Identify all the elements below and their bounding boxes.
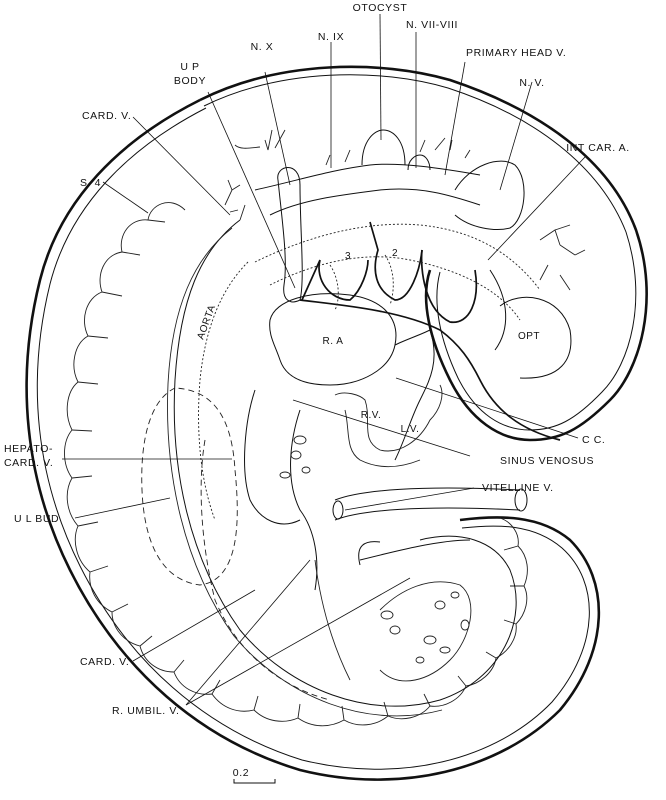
label-lv: L.V. <box>401 424 420 435</box>
label-sinus-venosus: SINUS VENOSUS <box>500 455 594 467</box>
inner-labels: AORTA R. A OPT R.V. L.V. 3 2 <box>195 248 540 435</box>
label-up-body-1: U P <box>180 61 199 73</box>
outer-labels: OTOCYST N. IX N. VII-VIII N. X PRIMARY H… <box>4 2 630 717</box>
label-r-umbil-v: R. UMBIL. V. <box>112 705 180 717</box>
label-card-v-upper: CARD. V. <box>82 110 131 122</box>
label-ra: R. A <box>323 336 344 347</box>
heart <box>269 293 443 468</box>
label-cc: C C. <box>582 434 605 446</box>
label-n-v: N. V. <box>519 77 544 89</box>
optic-vesicle <box>499 296 572 379</box>
body-outline <box>25 65 648 781</box>
label-rv: R.V. <box>361 410 382 421</box>
liver <box>279 435 472 682</box>
label-s4: S. 4 <box>80 177 101 189</box>
label-arch-3: 3 <box>345 251 351 262</box>
scale-bar: 0.2 <box>233 767 276 784</box>
label-arch-2: 2 <box>392 248 398 259</box>
otocyst-shape <box>361 129 406 166</box>
somites <box>64 202 528 727</box>
label-up-body-2: BODY <box>174 75 206 87</box>
vessels <box>244 389 528 681</box>
right-atrium <box>269 293 397 386</box>
neural-tube <box>141 219 517 717</box>
label-primary-head-v: PRIMARY HEAD V. <box>466 47 566 59</box>
label-opt: OPT <box>518 331 540 342</box>
scale-bar-line <box>233 779 276 784</box>
label-n-vii-viii: N. VII-VIII <box>406 19 458 31</box>
scale-bar-value: 0.2 <box>233 767 249 779</box>
label-n-ix: N. IX <box>318 31 344 43</box>
label-hepato-card-v-2: CARD. V. <box>4 457 53 469</box>
head-structures <box>224 129 586 441</box>
label-ul-bud: U L BUD <box>14 513 59 525</box>
leader-lines <box>62 13 586 706</box>
label-vitelline-v: VITELLINE V. <box>482 482 554 494</box>
label-aorta: AORTA <box>195 303 218 341</box>
label-n-x: N. X <box>251 41 274 53</box>
label-hepato-card-v-1: HEPATO- <box>4 443 53 455</box>
label-otocyst: OTOCYST <box>353 2 408 14</box>
label-int-car-a: INT CAR. A. <box>566 142 630 154</box>
label-card-v-lower: CARD. V. <box>80 656 129 668</box>
